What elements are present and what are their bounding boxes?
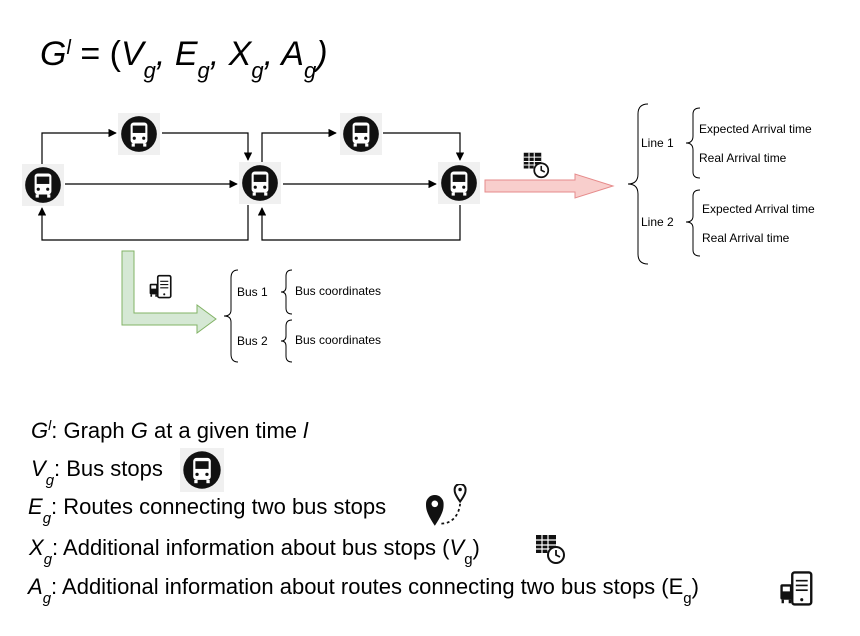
legend-g: Gl: Graph G at a given time l	[31, 417, 309, 443]
bus-stop-icon	[22, 164, 64, 206]
line2-expected-arrival: Expected Arrival time	[702, 202, 815, 216]
line1-real-arrival: Real Arrival time	[699, 151, 787, 165]
bus-stop-icon	[118, 113, 160, 155]
schedule-icon	[522, 151, 550, 179]
bus2-label: Bus 2	[237, 334, 268, 348]
bus-stop-icon	[438, 162, 480, 204]
bus-stop-legend-icon	[180, 448, 224, 492]
line2-label: Line 2	[641, 215, 674, 229]
route-info-arrow	[121, 250, 217, 334]
stop-info-arrow	[484, 173, 615, 199]
bus-stop-icon	[239, 162, 281, 204]
bus1-coordinates: Bus coordinates	[295, 284, 381, 298]
bus2-coordinates: Bus coordinates	[295, 333, 381, 347]
edge-s3-s4-top	[261, 128, 337, 162]
legend-x: Xg: Additional information about bus sto…	[28, 535, 480, 568]
edge-s5-s3-bottom	[257, 205, 461, 241]
phone-bus-icon	[148, 274, 172, 299]
graph-title: Gl = (Vg, Eg, Xg, Ag)	[40, 35, 328, 83]
route-edges	[37, 128, 465, 241]
edge-s4-s5-top	[383, 132, 465, 161]
legend-a: Ag: Additional information about routes …	[26, 574, 699, 607]
route-pin-icon	[426, 484, 467, 527]
legend-e: Eg: Routes connecting two bus stops	[28, 494, 386, 527]
edge-s1-s2-top	[41, 128, 117, 164]
bus-stop-icon	[340, 113, 382, 155]
legend-v: Vg: Bus stops	[31, 456, 163, 489]
edge-s2-s3-top	[162, 132, 253, 161]
bus1-label: Bus 1	[237, 285, 268, 299]
bottom-tree-braces	[223, 269, 293, 363]
schedule-legend-icon	[535, 534, 565, 564]
line1-expected-arrival: Expected Arrival time	[699, 122, 812, 136]
line1-label: Line 1	[641, 136, 674, 150]
right-tree-braces	[627, 103, 701, 265]
phone-bus-legend-icon	[779, 571, 813, 606]
edge-s3-s1-bottom	[37, 205, 249, 241]
line2-real-arrival: Real Arrival time	[702, 231, 790, 245]
